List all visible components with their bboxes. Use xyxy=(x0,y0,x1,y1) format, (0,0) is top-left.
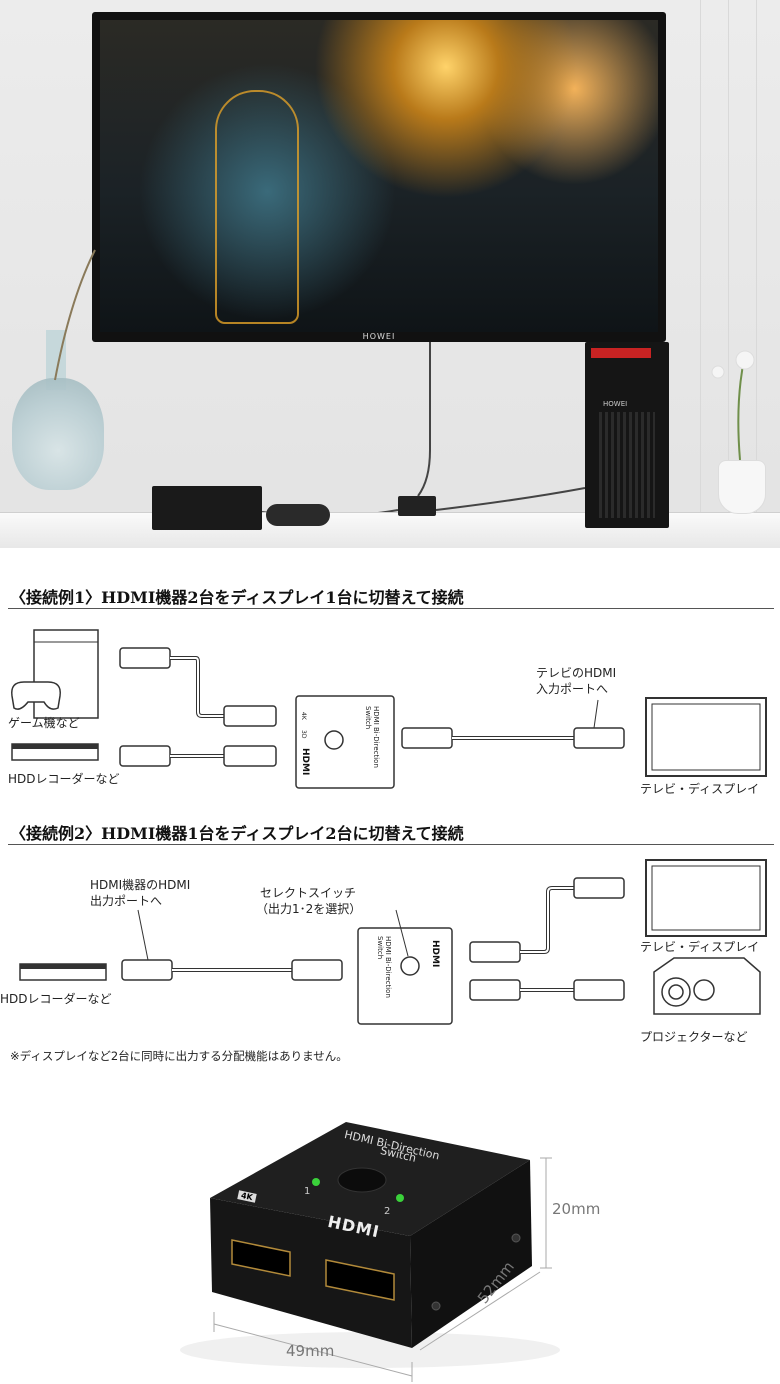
label-source-port-line2: 出力ポートへ xyxy=(90,894,163,908)
label-source-port-line1: HDMI機器のHDMI xyxy=(90,878,191,892)
switch1-badge-3d: 3D xyxy=(300,730,307,739)
flower-pot xyxy=(718,460,766,514)
wall-panel-line xyxy=(756,0,757,548)
example2-diagram xyxy=(19,859,767,1025)
label-select-switch-line1: セレクトスイッチ xyxy=(260,886,357,900)
no-splitter-note: ※ディスプレイなど2台に同時に出力する分配機能はありません。 xyxy=(10,1049,348,1063)
port-1-label: 1 xyxy=(304,1186,311,1197)
switch1-text: HDMI Bi-Direction Switch xyxy=(354,706,380,782)
wall-panel-line xyxy=(728,0,729,548)
switch1-hdmi-logo: HDMI xyxy=(300,748,310,776)
label-game-console: ゲーム機など xyxy=(8,716,80,730)
switch2-text-line2: Switch xyxy=(376,936,384,960)
glass-vase xyxy=(12,378,104,490)
label-projector: プロジェクターなど xyxy=(640,1030,748,1044)
example2-divider xyxy=(8,844,774,845)
hdmi-switch-small xyxy=(398,496,436,516)
switch1-text-line1: HDMI Bi-Direction xyxy=(372,706,380,768)
pc-brand-logo: HOWEI xyxy=(603,400,628,408)
switch2-hdmi-logo: HDMI xyxy=(430,940,440,968)
product-photo xyxy=(180,1122,560,1382)
pc-red-panel xyxy=(591,348,651,358)
switch2-text-line1: HDMI Bi-Direction xyxy=(384,936,392,998)
game-console xyxy=(152,486,262,530)
example1-divider xyxy=(8,608,774,609)
television: HOWEI xyxy=(92,12,666,342)
label-select-switch-line2: （出力1･2を選択） xyxy=(256,902,362,916)
dimension-width: 49mm xyxy=(286,1342,335,1360)
pc-front-grille xyxy=(599,412,655,518)
label-tv-port-line2: 入力ポートへ xyxy=(536,682,609,696)
switch2-text: HDMI Bi-Direction Switch xyxy=(370,936,392,1012)
example2-heading: 〈接続例2〉HDMI機器1台をディスプレイ2台に切替えて接続 xyxy=(10,824,464,843)
vase-neck xyxy=(46,330,66,390)
port-2-label: 2 xyxy=(384,1206,391,1217)
tron-figure xyxy=(215,90,299,324)
pc-tower: HOWEI xyxy=(585,342,669,528)
switch1-text-line2: Switch xyxy=(364,706,372,730)
setup-photo: HOWEI HOWEI xyxy=(0,0,780,548)
example1-diagram xyxy=(11,629,767,789)
tv-screen-image xyxy=(100,20,658,332)
label-hdd-recorder: HDDレコーダーなど xyxy=(8,772,120,786)
label-hdd-recorder-2: HDDレコーダーなど xyxy=(0,992,112,1006)
label-display: テレビ・ディスプレイ xyxy=(640,782,760,796)
label-tv-port-line1: テレビのHDMI xyxy=(536,666,617,680)
game-controller xyxy=(266,504,330,526)
label-display-2: テレビ・ディスプレイ xyxy=(640,940,760,954)
dimension-height: 20mm xyxy=(552,1200,601,1218)
tv-brand-logo: HOWEI xyxy=(362,332,396,341)
wall-panel-line xyxy=(700,0,701,548)
example1-heading: 〈接続例1〉HDMI機器2台をディスプレイ1台に切替えて接続 xyxy=(10,588,464,607)
switch1-badge-4k: 4K xyxy=(300,712,307,720)
